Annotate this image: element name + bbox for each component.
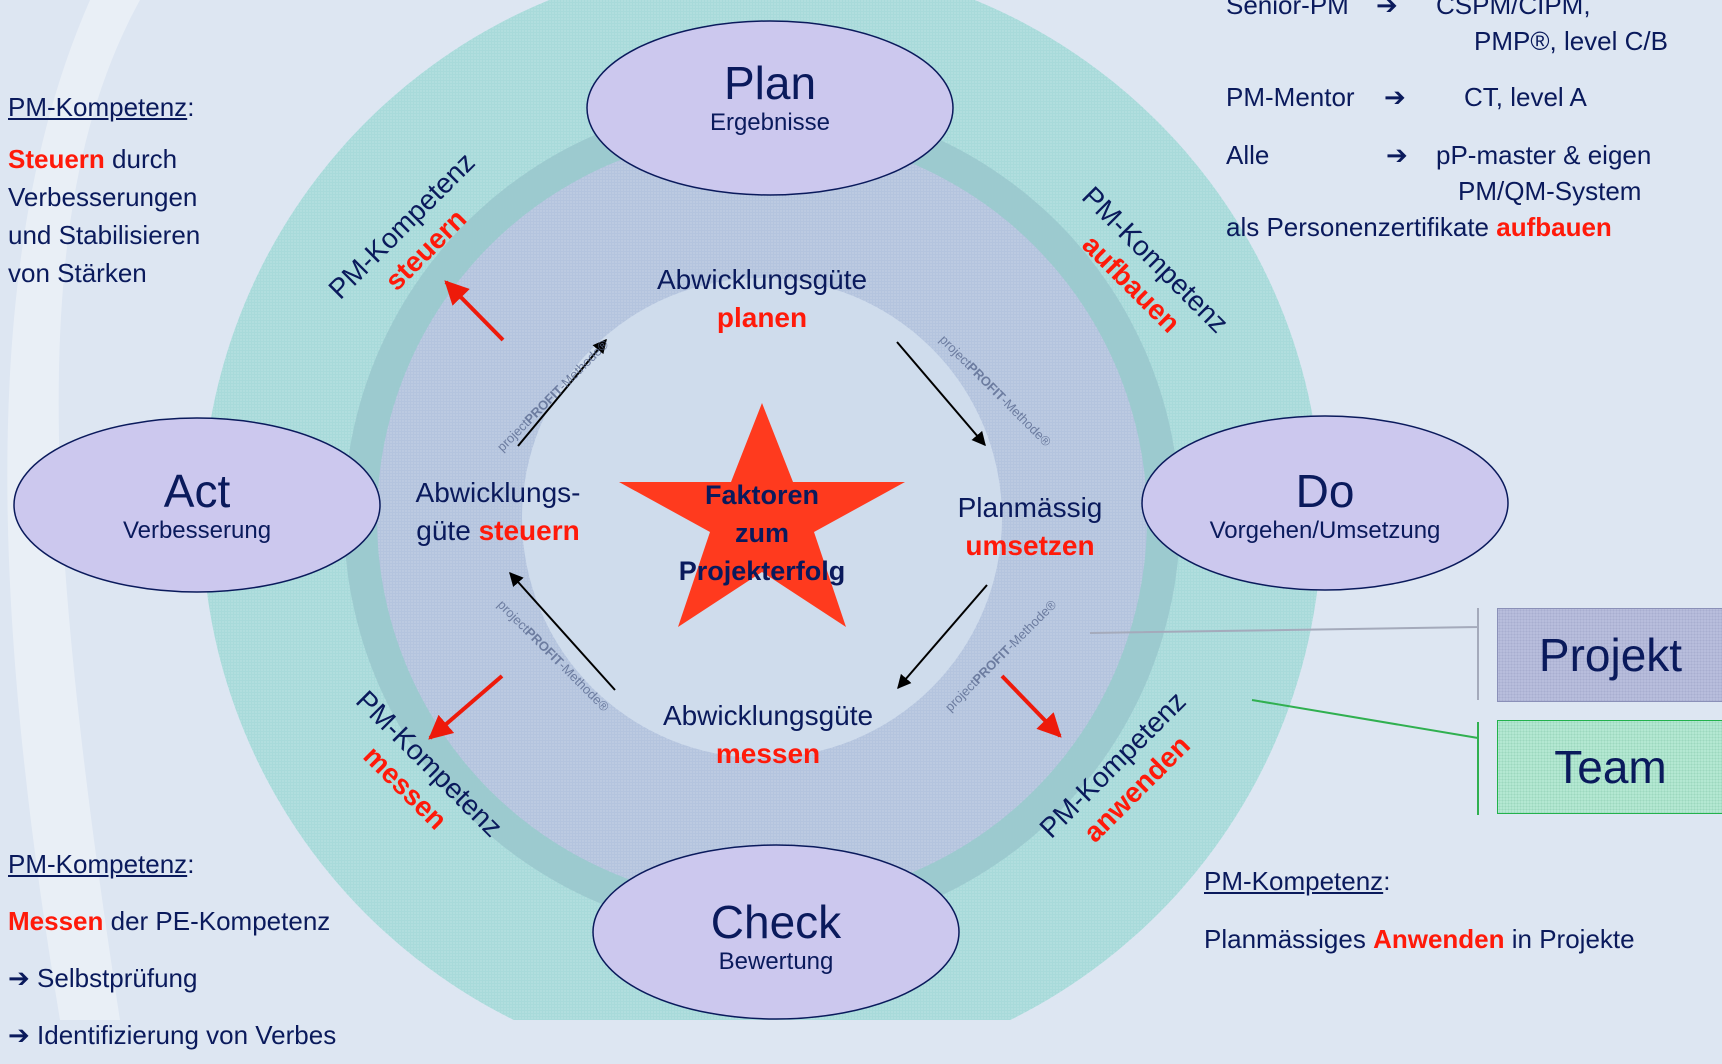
row2-value: CT, level A: [1464, 82, 1587, 112]
stage-act-line2-prefix: güte: [416, 515, 479, 546]
left-bottom-heading: PM-Kompetenz: [8, 849, 188, 879]
center-line-1: Faktoren: [704, 480, 820, 510]
right-top-final-bold: aufbauen: [1496, 212, 1612, 242]
stage-check: Abwicklungsgüte messen: [628, 697, 908, 773]
cycle-arrow-do-to-check: [897, 584, 988, 690]
stage-act-line2-bold: steuern: [478, 515, 580, 546]
left-top-line3: und Stabilisieren: [8, 220, 201, 250]
projekt-label: Projekt: [1538, 629, 1683, 681]
plan-title: Plan: [723, 57, 817, 109]
left-top-heading: PM-Kompetenz: [8, 92, 188, 122]
red-arrow-anwenden: [1000, 674, 1062, 738]
do-title: Do: [1295, 465, 1355, 517]
left-bottom-item2-text: Identifizierung von Verbes: [37, 1020, 337, 1050]
right-bottom-line1: Planmässiges Anwenden in Projekte: [1204, 910, 1635, 968]
left-top-rest1: durch: [104, 144, 178, 174]
row1-value: CSPM/CIPM,: [1436, 0, 1591, 20]
act-ellipse: [13, 417, 381, 593]
left-bottom-item2: ➔ Identifizierung von Verbes: [8, 1007, 336, 1064]
row1-arrow: ➔: [1376, 0, 1398, 20]
stage-plan-line1: Abwicklungsgüte: [656, 264, 868, 295]
stage-check-line2: messen: [715, 738, 821, 769]
row2-label: PM-Mentor: [1226, 82, 1355, 112]
team-label: Team: [1554, 741, 1667, 793]
right-bottom-post: in Projekte: [1504, 924, 1635, 954]
act-label: Act Verbesserung: [14, 466, 380, 546]
right-bottom-note: PM-Kompetenz: Planmässiges Anwenden in P…: [1204, 852, 1635, 968]
left-bottom-item1: ➔ Selbstprüfung: [8, 950, 336, 1007]
stage-check-line1: Abwicklungsgüte: [662, 700, 874, 731]
row3-value2: PM/QM-System: [1458, 176, 1642, 206]
stage-do-line2: umsetzen: [965, 530, 1095, 561]
do-subtitle: Vorgehen/Umsetzung: [1209, 517, 1441, 544]
plan-label: Plan Ergebnisse: [587, 58, 953, 138]
left-top-line1: Steuern durch: [8, 140, 200, 178]
row3-label: Alle: [1226, 140, 1270, 170]
left-bottom-heading-line: PM-Kompetenz:: [8, 836, 336, 893]
left-bottom-bold: Messen: [8, 906, 104, 936]
red-arrow-steuern: [444, 280, 505, 342]
check-title: Check: [710, 896, 842, 948]
right-bottom-pre: Planmässiges: [1204, 924, 1374, 954]
right-bottom-colon: :: [1383, 866, 1391, 896]
check-label: Check Bewertung: [593, 897, 959, 977]
center-star-text: Faktoren zum Projekterfolg: [642, 476, 882, 590]
plan-subtitle: Ergebnisse: [709, 109, 831, 136]
act-title: Act: [163, 465, 231, 517]
left-bottom-arrow-2: ➔: [8, 1020, 30, 1050]
plan-ellipse: [586, 20, 954, 196]
row1-label: Senior-PM: [1226, 0, 1349, 20]
do-label: Do Vorgehen/Umsetzung: [1142, 466, 1508, 546]
stage-plan: Abwicklungsgüte planen: [622, 261, 902, 337]
do-ellipse: [1141, 415, 1509, 591]
left-bottom-item1-text: Selbstprüfung: [37, 963, 198, 993]
left-top-heading-line: PM-Kompetenz:: [8, 88, 200, 126]
cycle-arrow-plan-to-do: [896, 341, 986, 447]
left-top-bold: Steuern: [8, 144, 105, 174]
left-top-line4: von Stärken: [8, 258, 147, 288]
left-bottom-rest1: der PE-Kompetenz: [103, 906, 331, 936]
row3-arrow: ➔: [1386, 140, 1408, 170]
left-bottom-arrow-1: ➔: [8, 963, 30, 993]
pdca-diagram: [7, 0, 1509, 1020]
stage-act-line2: güte steuern: [398, 512, 598, 550]
team-box: Team: [1497, 720, 1722, 814]
team-connector: [1251, 699, 1479, 739]
left-top-note: PM-Kompetenz: Steuern durch Verbesserung…: [8, 88, 200, 292]
cycle-arrow-act-to-plan: [517, 338, 607, 447]
center-star: [619, 403, 905, 627]
row3-value: pP-master & eigen: [1436, 140, 1652, 170]
row2-arrow: ➔: [1384, 82, 1406, 112]
background-swoosh: [7, 0, 141, 1020]
left-bottom-colon: :: [187, 849, 195, 879]
left-bottom-note: PM-Kompetenz: Messen der PE-Kompetenz ➔ …: [8, 836, 336, 1064]
left-top-colon: :: [187, 92, 195, 122]
left-top-line2: Verbesserungen: [8, 182, 198, 212]
right-bottom-bold: Anwenden: [1373, 924, 1505, 954]
row1-value2: PMP®, level C/B: [1474, 26, 1668, 56]
stage-plan-line2: planen: [716, 302, 808, 333]
left-bottom-line1: Messen der PE-Kompetenz: [8, 893, 336, 950]
right-top-final: als Personenzertifikate aufbauen: [1226, 208, 1612, 246]
stage-do: Planmässig umsetzen: [920, 489, 1140, 565]
stage-act-line1: Abwicklungs-: [415, 477, 581, 508]
check-ellipse: [592, 844, 960, 1020]
act-subtitle: Verbesserung: [122, 517, 272, 544]
projekt-box: Projekt: [1497, 608, 1722, 702]
right-top-final-pre: als Personenzertifikate: [1226, 212, 1497, 242]
stage-act: Abwicklungs- güte steuern: [398, 474, 598, 550]
check-subtitle: Bewertung: [718, 948, 834, 975]
right-bottom-heading: PM-Kompetenz: [1204, 866, 1384, 896]
center-line-3: Projekterfolg: [678, 556, 846, 586]
center-line-2: zum: [735, 518, 789, 548]
cycle-arrow-check-to-act: [509, 571, 616, 691]
right-top-note: Senior-PM ➔ CSPM/CIPM, PMP®, level C/B P…: [1226, 0, 1722, 266]
right-bottom-heading-line: PM-Kompetenz:: [1204, 852, 1635, 910]
stage-do-line1: Planmässig: [957, 492, 1103, 523]
red-arrow-messen: [428, 674, 504, 740]
